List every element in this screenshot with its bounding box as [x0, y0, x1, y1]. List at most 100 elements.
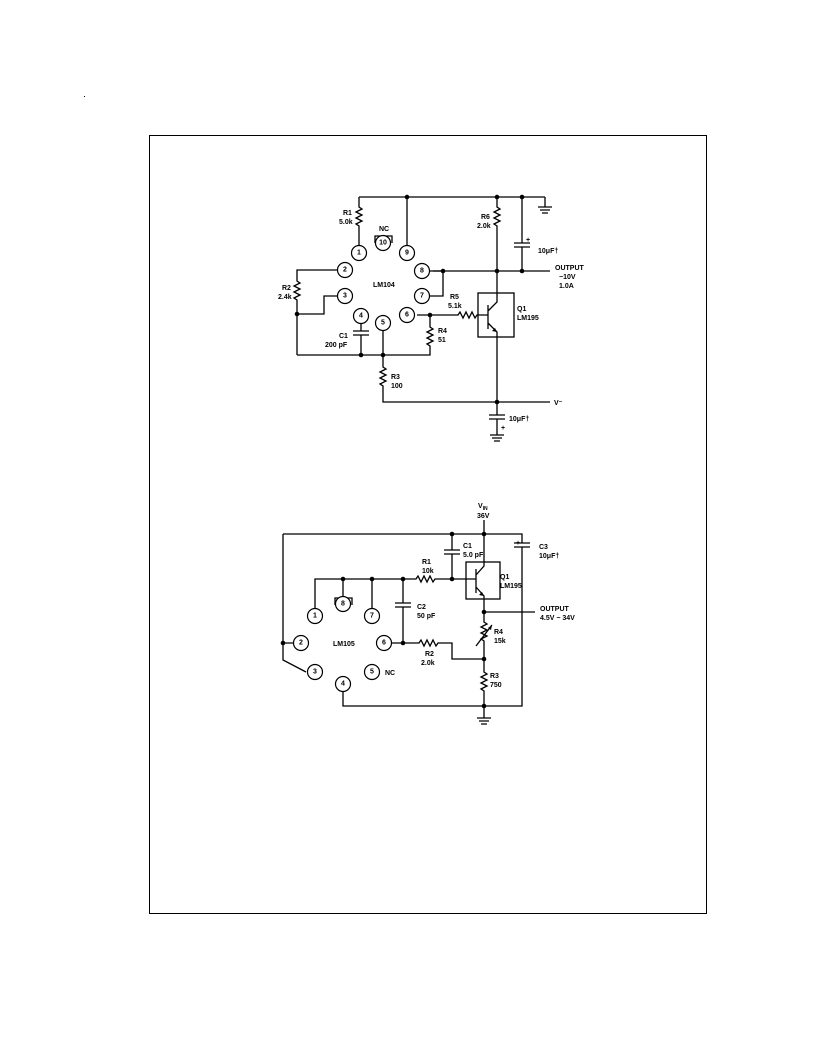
capacitor-c1-2	[444, 534, 460, 579]
r4-2-label: R4	[494, 629, 503, 636]
chip-label: LM104	[373, 282, 395, 289]
lm105-pins: 1 2 3 4 5 6 7 8	[292, 595, 393, 693]
c3-label: C3	[539, 544, 548, 551]
resistor-r4	[297, 315, 435, 356]
resistor-r2-2	[392, 638, 484, 660]
transistor-q1-2-box	[465, 561, 501, 600]
resistor-r6	[492, 197, 502, 271]
pin-6: 6	[405, 312, 409, 319]
r3-2-value: 750	[490, 682, 502, 689]
lm104-pins: 1 2 3 4 5 6 7 8 9 10	[336, 234, 431, 332]
pin-9: 9	[405, 250, 409, 257]
schematic-lm104: R1 5.0k R6 2.0k + 10μF† OUTPUT −10V 1.0A…	[278, 194, 585, 442]
output-label: OUTPUT	[555, 265, 585, 272]
pin2-5: 5	[370, 669, 374, 676]
pin2-1: 1	[313, 613, 317, 620]
resistor-r4-2	[479, 612, 489, 659]
r4-2-value: 15k	[494, 638, 506, 645]
resistor-r3-2	[479, 659, 489, 718]
resistor-r1-2	[314, 574, 476, 612]
resistor-r5	[417, 310, 488, 320]
transistor-q1-2	[475, 534, 485, 612]
pin-7: 7	[420, 293, 424, 300]
pin2-4: 4	[341, 681, 345, 688]
pin7-pin8-tie	[430, 270, 444, 297]
pin-4: 4	[359, 313, 363, 320]
r5-value: 5.1k	[448, 303, 462, 310]
pin3-wire-2	[282, 643, 307, 673]
r1-2-label: R1	[422, 559, 431, 566]
r6-value: 2.0k	[477, 223, 491, 230]
r1-label: R1	[343, 210, 352, 217]
r2-2-value: 2.0k	[421, 660, 435, 667]
r2-value: 2.4k	[278, 294, 292, 301]
figure-frame	[149, 135, 707, 914]
schematic-lm105: VIN 36V + C3 10μF† C1 5.0 pF Q1 LM195 R1…	[280, 503, 575, 725]
r2-label: R2	[282, 285, 291, 292]
output-voltage: −10V	[559, 274, 576, 281]
chip-label-2: LM105	[333, 641, 355, 648]
left-rail	[282, 534, 293, 644]
cap-bottom-value: 10μF†	[509, 416, 529, 423]
nc-label-2: NC	[385, 670, 395, 677]
pin-8: 8	[420, 268, 424, 275]
c2-value: 50 pF	[417, 613, 436, 620]
c2-label: C2	[417, 604, 426, 611]
capacitor-bottom	[489, 402, 505, 442]
output-label-2: OUTPUT	[540, 606, 570, 613]
pin-2: 2	[343, 267, 347, 274]
resistor-r1	[354, 197, 364, 245]
r3-value: 100	[391, 383, 403, 390]
ground-symbol-2	[477, 717, 491, 725]
vin-value: 36V	[477, 513, 490, 520]
nc-label: NC	[379, 226, 389, 233]
r1-2-value: 10k	[422, 568, 434, 575]
pin-10: 10	[379, 240, 387, 247]
svg-text:+: +	[501, 425, 505, 432]
output-current: 1.0A	[559, 283, 574, 290]
r6-label: R6	[481, 214, 490, 221]
vin-label: VIN	[478, 503, 488, 512]
vminus-label: V⁻	[554, 400, 563, 407]
q1-2-part: LM195	[500, 583, 522, 590]
pin-1: 1	[357, 250, 361, 257]
svg-text:+: +	[516, 540, 520, 547]
r3-2-label: R3	[490, 673, 499, 680]
pin2-2: 2	[299, 640, 303, 647]
resistor-r3	[378, 331, 550, 403]
r4-value: 51	[438, 337, 446, 344]
resistor-r2	[292, 269, 337, 355]
capacitor-top	[514, 197, 530, 271]
q1-2-label: Q1	[500, 574, 509, 581]
r1-value: 5.0k	[339, 219, 353, 226]
capacitor-c2	[395, 579, 411, 643]
cap-top-value: 10μF†	[538, 248, 558, 255]
page-speck	[84, 96, 85, 97]
top-rail-2	[283, 533, 523, 538]
c1-2-label: C1	[463, 543, 472, 550]
r4-label: R4	[438, 328, 447, 335]
r5-label: R5	[450, 294, 459, 301]
q1-part: LM195	[517, 315, 539, 322]
svg-text:+: +	[526, 237, 530, 244]
c1-value: 200 pF	[325, 342, 348, 349]
pin3-wire	[297, 295, 337, 315]
pin2-3: 3	[313, 669, 317, 676]
ground-symbol-top	[538, 197, 552, 214]
capacitor-c3	[342, 538, 530, 707]
pin2-7: 7	[370, 613, 374, 620]
pin2-6: 6	[382, 640, 386, 647]
pin2-8: 8	[341, 601, 345, 608]
c1-2-value: 5.0 pF	[463, 552, 484, 559]
r3-label: R3	[391, 374, 400, 381]
pin-5: 5	[381, 320, 385, 327]
q1-label: Q1	[517, 306, 526, 313]
junctions-2	[280, 531, 487, 709]
pin-3: 3	[343, 293, 347, 300]
c3-value: 10μF†	[539, 553, 559, 560]
c1-label: C1	[339, 333, 348, 340]
r2-2-label: R2	[425, 651, 434, 658]
junctions-1	[294, 194, 525, 405]
output-range: 4.5V − 34V	[540, 615, 575, 622]
